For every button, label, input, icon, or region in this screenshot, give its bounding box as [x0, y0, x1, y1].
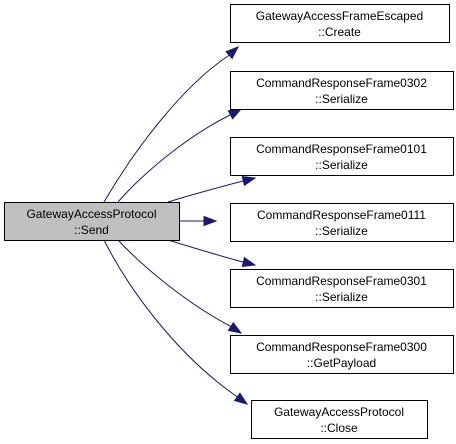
node-box	[230, 137, 454, 176]
callee-node-n6[interactable]: CommandResponseFrame0300::GetPayload	[230, 335, 454, 374]
node-label-line1: GatewayAccessFrameEscaped	[256, 9, 423, 23]
call-edge-n4	[179, 215, 218, 227]
call-nodes: GatewayAccessProtocol::SendGatewayAccess…	[4, 4, 454, 439]
edge-line	[117, 114, 231, 203]
node-label-line1: CommandResponseFrame0101	[256, 142, 427, 156]
node-label-line2: ::Close	[320, 421, 358, 435]
callee-node-n7[interactable]: GatewayAccessProtocol::Close	[251, 400, 428, 439]
call-edges	[103, 46, 257, 405]
callee-node-n1[interactable]: GatewayAccessFrameEscaped::Create	[230, 4, 450, 43]
node-label-line1: CommandResponseFrame0300	[256, 340, 427, 354]
callee-node-n3[interactable]: CommandResponseFrame0101::Serialize	[230, 137, 454, 176]
node-label-line1: GatewayAccessProtocol	[26, 207, 156, 221]
node-label-line2: ::Serialize	[315, 92, 368, 106]
edge-line	[117, 239, 232, 328]
node-label-line1: CommandResponseFrame0301	[256, 274, 427, 288]
node-label-line2: ::Create	[318, 25, 361, 39]
callee-node-n5[interactable]: CommandResponseFrame0301::Serialize	[230, 269, 454, 308]
node-box	[230, 4, 450, 43]
node-box	[4, 202, 180, 241]
node-label-line2: ::GetPayload	[307, 356, 376, 370]
node-label-line1: CommandResponseFrame0111	[257, 208, 426, 222]
call-edge-n3	[167, 175, 257, 203]
callee-node-n4[interactable]: CommandResponseFrame0111::Serialize	[230, 203, 454, 242]
node-label-line1: CommandResponseFrame0302	[256, 76, 427, 90]
arrowhead-icon	[227, 108, 243, 120]
arrowhead-icon	[241, 175, 257, 187]
arrowhead-icon	[225, 46, 240, 60]
call-edge-n2	[117, 108, 243, 203]
node-label-line1: GatewayAccessProtocol	[274, 405, 404, 419]
edge-line	[103, 54, 230, 203]
arrowhead-icon	[241, 256, 257, 268]
root-function-node[interactable]: GatewayAccessProtocol::Send	[4, 202, 180, 241]
node-box	[230, 203, 454, 242]
node-label-line2: ::Serialize	[315, 290, 368, 304]
edge-line	[103, 239, 238, 398]
node-label-line2: ::Serialize	[315, 224, 368, 238]
call-edge-n5	[167, 239, 257, 268]
arrowhead-icon	[233, 392, 249, 405]
node-label-line2: ::Serialize	[315, 158, 368, 172]
callee-node-n2[interactable]: CommandResponseFrame0302::Serialize	[230, 71, 454, 110]
call-edge-n1	[103, 46, 240, 203]
node-box	[230, 269, 454, 308]
node-box	[230, 71, 454, 110]
edge-line	[167, 239, 244, 263]
arrowhead-icon	[203, 215, 218, 227]
node-label-line2: ::Send	[74, 223, 109, 237]
node-box	[230, 335, 454, 374]
call-edge-n6	[117, 239, 243, 334]
node-box	[251, 400, 428, 439]
call-edge-n7	[103, 239, 249, 405]
edge-line	[167, 180, 244, 203]
arrowhead-icon	[227, 321, 243, 334]
